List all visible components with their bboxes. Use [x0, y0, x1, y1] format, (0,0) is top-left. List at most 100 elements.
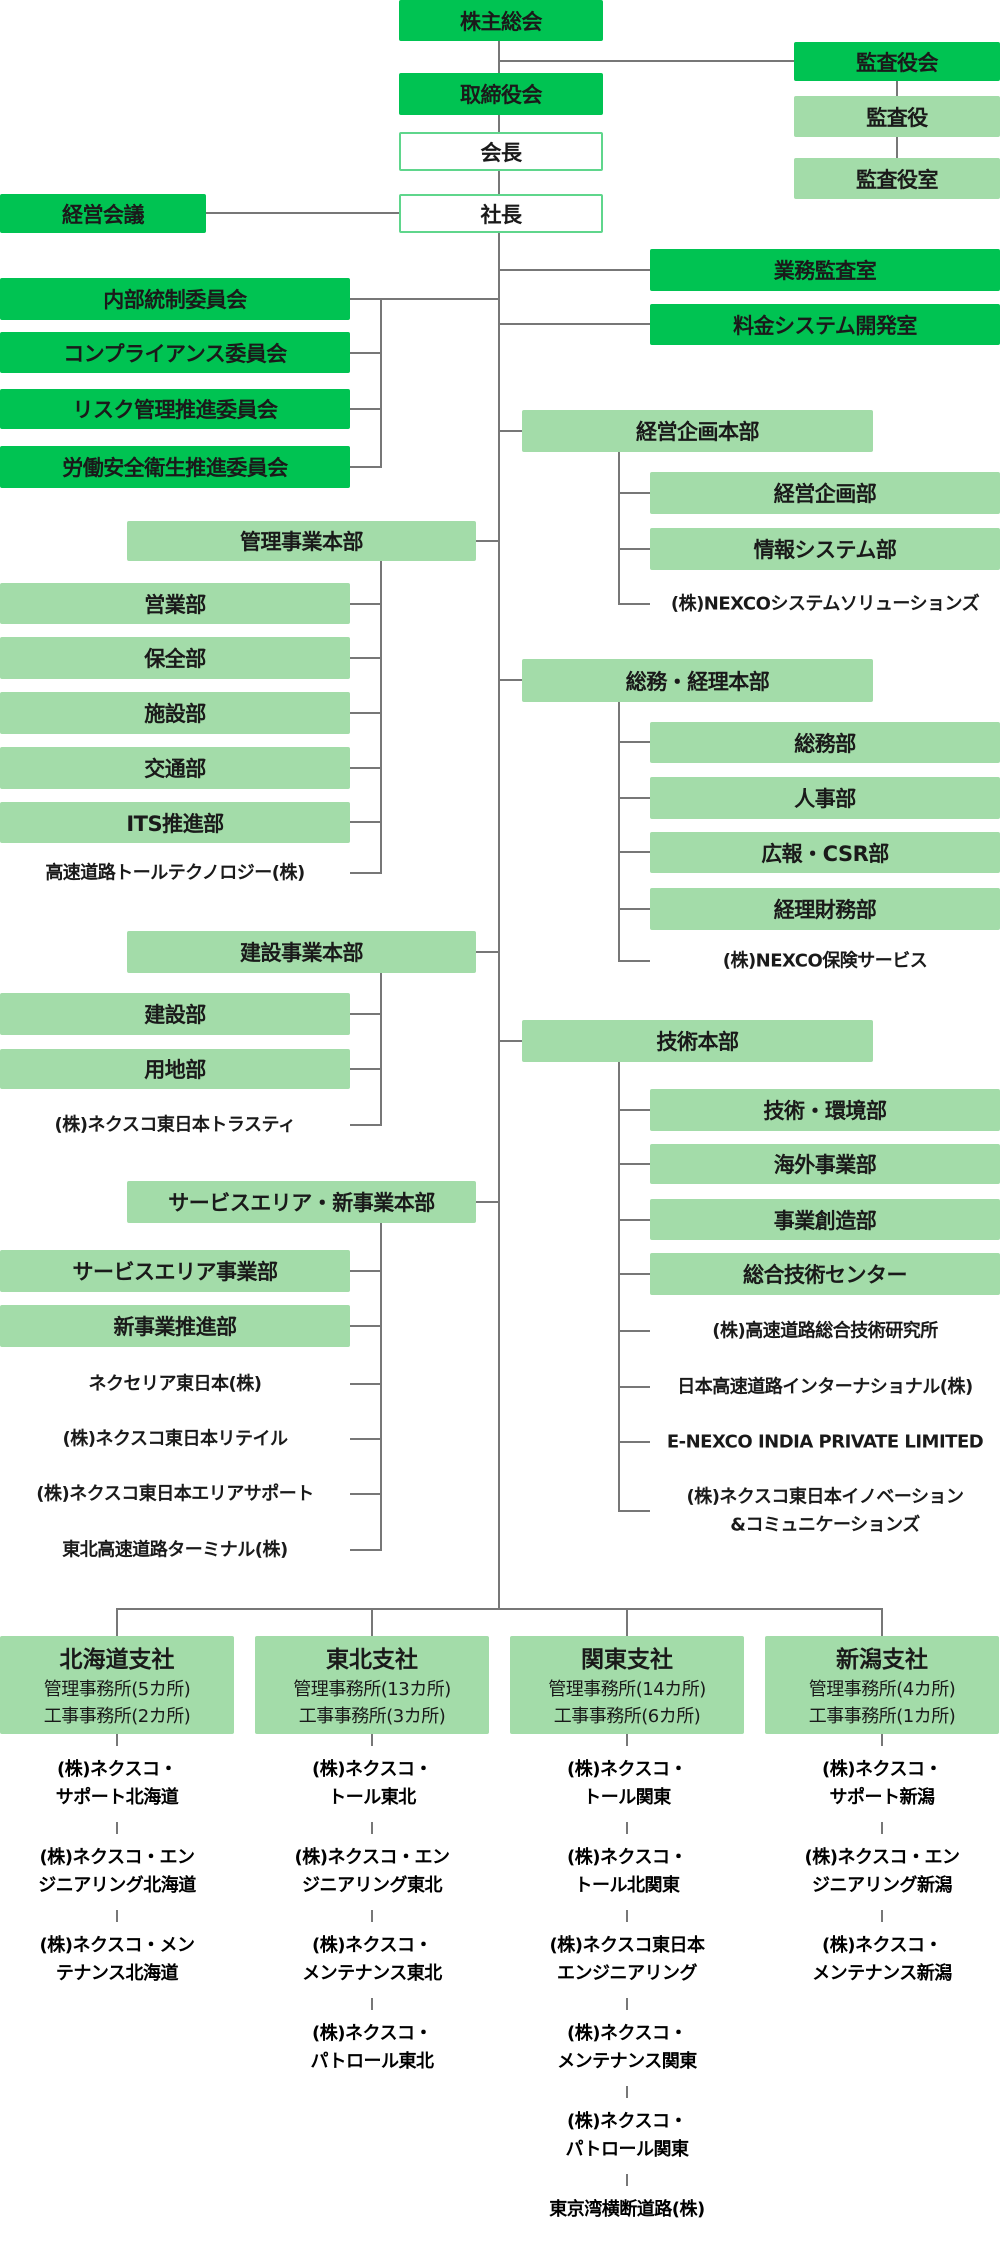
connector — [350, 821, 381, 823]
affiliate-company: 日本高速道路インターナショナル(株) — [677, 1376, 973, 1398]
connector — [618, 960, 650, 962]
affiliate-company: (株)ネクスコ東日本エリアサポート — [36, 1483, 314, 1505]
branch-construction-offices: 工事事務所(2カ所) — [43, 1706, 191, 1727]
connector — [618, 1330, 650, 1332]
branch-construction-offices: 工事事務所(1カ所) — [808, 1706, 956, 1727]
connector — [350, 1270, 381, 1272]
dept-box: 施設部 — [0, 692, 350, 734]
connector — [476, 540, 499, 542]
connector — [350, 1068, 381, 1070]
affiliate-company: (株)ネクスコ・メンテナンス関東 — [557, 2023, 697, 2072]
committee-box: 労働安全衛生推進委員会 — [0, 446, 350, 488]
committee-box: コンプライアンス委員会 — [0, 332, 350, 373]
dept-box: 営業部 — [0, 583, 350, 624]
connector — [116, 1608, 118, 1636]
connector — [476, 1201, 499, 1203]
connector — [626, 1822, 628, 1834]
mgmt-council-box: 経営会議 — [0, 194, 206, 233]
dept-box: 情報システム部 — [650, 528, 1000, 570]
connector — [618, 492, 650, 494]
branch-box: 東北支社管理事務所(13カ所) 工事事務所(3カ所) — [255, 1636, 489, 1734]
board-box: 取締役会 — [399, 73, 603, 115]
connector — [618, 741, 650, 743]
affiliate-company: E-NEXCO INDIA PRIVATE LIMITED — [666, 1431, 984, 1453]
dept-box: 人事部 — [650, 777, 1000, 819]
connector — [881, 1910, 883, 1922]
dept-box: 新事業推進部 — [0, 1305, 350, 1347]
affiliate-company: (株)ネクスコ・トール北関東 — [567, 1847, 687, 1896]
connector — [116, 1608, 883, 1610]
gijutsu-hq-box: 技術本部 — [522, 1020, 873, 1062]
connector — [626, 1734, 628, 1746]
connector — [499, 269, 650, 271]
connector — [881, 1734, 883, 1746]
branch-name: 北海道支社 — [59, 1647, 175, 1673]
connector — [618, 603, 650, 605]
affiliate-company: (株)NEXCOシステムソリューションズ — [670, 593, 980, 615]
connector — [499, 679, 522, 681]
affiliate-company: (株)ネクスコ・エンジニアリング北海道 — [38, 1847, 196, 1896]
connector — [350, 1549, 381, 1551]
branch-affiliates: (株)ネクスコ・サポート新潟(株)ネクスコ・エンジニアリング新潟(株)ネクスコ・… — [765, 1734, 999, 1998]
dept-box: 保全部 — [0, 637, 350, 679]
connector — [380, 951, 382, 1126]
dept-box: 広報・CSR部 — [650, 832, 1000, 873]
internal-audit-box: 業務監査室 — [650, 249, 1000, 291]
branch-construction-offices: 工事事務所(6カ所) — [553, 1706, 701, 1727]
connector — [881, 1608, 883, 1636]
affiliate-company: (株)ネクスコ・パトロール東北 — [310, 2023, 434, 2072]
connector — [350, 1124, 381, 1126]
connector — [499, 60, 794, 62]
affiliate-company: ネクセリア東日本(株) — [88, 1373, 262, 1395]
dept-box: 用地部 — [0, 1049, 350, 1089]
kikaku-hq-box: 経営企画本部 — [522, 410, 873, 452]
affiliate-company: (株)ネクスコ・サポート北海道 — [55, 1759, 179, 1808]
affiliate-company: (株)ネクスコ・メンテナンス新潟 — [812, 1935, 952, 1984]
president-box: 社長 — [399, 194, 603, 233]
connector — [350, 1383, 381, 1385]
affiliate-company: (株)ネクスコ・トール東北 — [312, 1759, 432, 1808]
kanri-hq-box: 管理事業本部 — [127, 521, 476, 561]
branch-name: 新潟支社 — [836, 1647, 928, 1673]
connector — [618, 1510, 650, 1512]
dept-box: 事業創造部 — [650, 1199, 1000, 1240]
connector — [618, 548, 650, 550]
connector — [618, 1386, 650, 1388]
toll-system-box: 料金システム開発室 — [650, 304, 1000, 345]
connector — [380, 298, 382, 468]
affiliate-company: 高速道路トールテクノロジー(株) — [45, 862, 305, 884]
connector — [371, 1822, 373, 1834]
connector — [116, 1822, 118, 1834]
connector — [618, 702, 620, 962]
affiliate-company: (株)ネクスコ・メンテナンス北海道 — [39, 1935, 195, 1984]
connector — [499, 323, 650, 325]
dept-box: 総務部 — [650, 722, 1000, 763]
affiliate-company: 東京湾横断道路(株) — [549, 2199, 705, 2220]
affiliate-company: (株)ネクスコ東日本エンジニアリング — [549, 1935, 705, 1984]
branch-name: 東北支社 — [326, 1647, 418, 1673]
connector — [626, 1910, 628, 1922]
somu-hq-box: 総務・経理本部 — [522, 659, 873, 702]
dept-box: 海外事業部 — [650, 1144, 1000, 1184]
connector — [618, 797, 650, 799]
branch-mgmt-offices: 管理事務所(14カ所) — [548, 1679, 706, 1700]
branch-mgmt-offices: 管理事務所(13カ所) — [293, 1679, 451, 1700]
connector — [371, 1734, 373, 1746]
chairman-box: 会長 — [399, 132, 603, 171]
connector — [350, 408, 381, 410]
dept-box: 交通部 — [0, 747, 350, 789]
branch-construction-offices: 工事事務所(3カ所) — [298, 1706, 446, 1727]
dept-box: ITS推進部 — [0, 802, 350, 843]
audit-board-box: 監査役会 — [794, 42, 1000, 81]
shareholders-box: 株主総会 — [399, 0, 603, 41]
connector — [350, 1325, 381, 1327]
connector — [350, 1013, 381, 1015]
audit-office-box: 監査役室 — [794, 158, 1000, 199]
connector — [626, 1608, 628, 1636]
connector — [618, 1062, 620, 1512]
affiliate-company: (株)ネクスコ・エンジニアリング新潟 — [804, 1847, 960, 1896]
connector — [618, 1273, 650, 1275]
connector — [380, 540, 382, 874]
dept-box: 経理財務部 — [650, 888, 1000, 930]
